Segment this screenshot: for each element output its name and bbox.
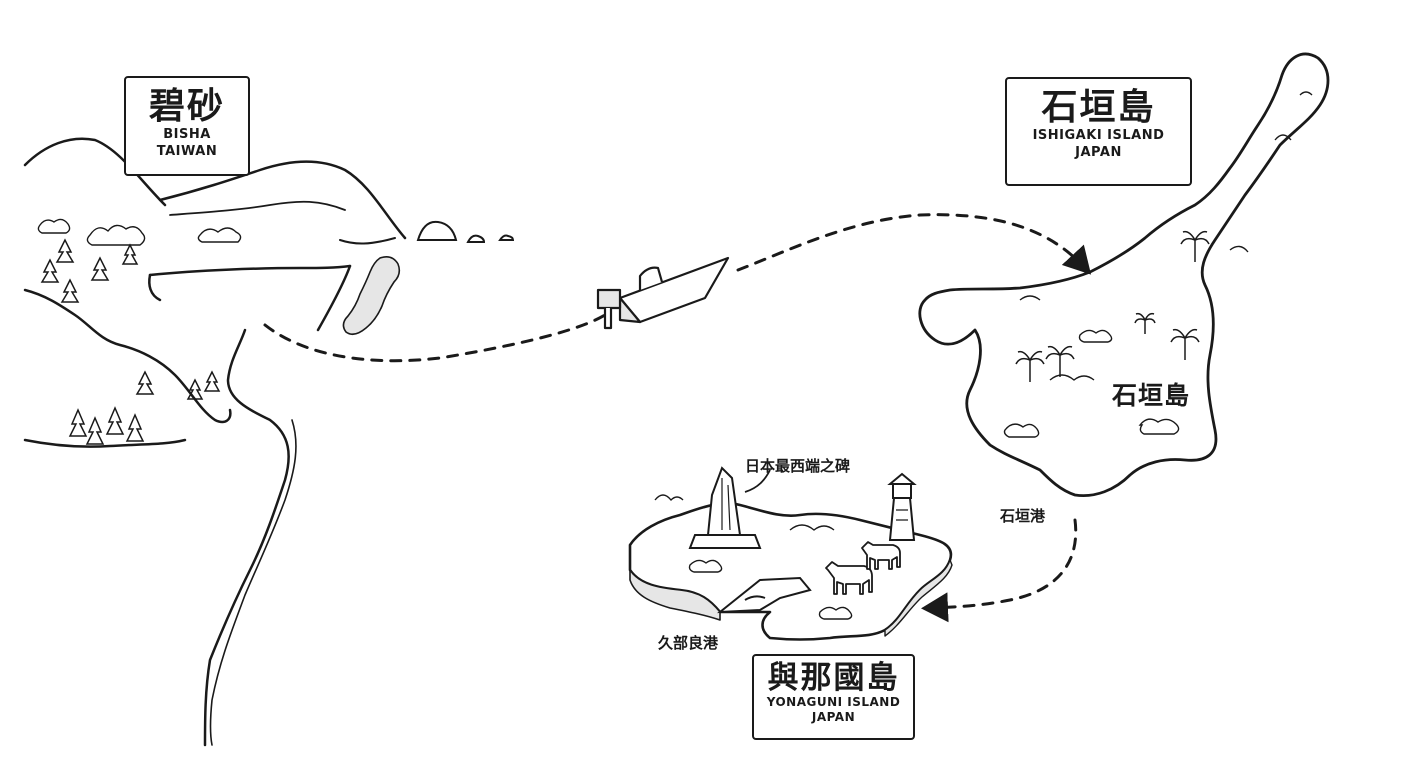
route-bisha-to-boat [263,313,607,363]
breakwater [342,256,401,336]
bush-clusters [37,218,242,246]
monument-pointer [744,469,771,493]
ishigaki-island-label: 石垣島 [1112,381,1191,410]
yonaguni-harbor [716,576,812,614]
river [203,328,290,747]
monument-icon [688,466,762,549]
route-ishigaki-to-yonaguni [921,518,1078,623]
ishigaki-island [918,52,1330,498]
destination-name-cjk: 石垣島 [1041,87,1156,128]
final-name-en: YONAGUNI ISLAND [766,694,901,709]
lower-hill [23,288,232,424]
final-country: JAPAN [811,709,856,724]
route-lines [263,213,1092,623]
kubura-port-label: 久部良港 [658,634,719,652]
ishigaki-port-label: 石垣港 [1000,507,1046,525]
origin-label-box: 碧砂 BISHA TAIWAN [124,76,250,176]
final-label-box: 與那國島 YONAGUNI ISLAND JAPAN [752,654,915,740]
origin-name-en: BISHA [163,126,211,142]
mountain-ridge-1 [23,137,167,207]
ishigaki-coastline [918,52,1330,498]
destination-label-box: 石垣島 ISHIGAKI ISLAND JAPAN [1005,77,1192,186]
lighthouse-icon [887,472,917,541]
origin-country: TAIWAN [156,143,218,159]
yonaguni-terrain [654,494,853,620]
destination-name-en: ISHIGAKI ISLAND [1032,127,1165,143]
final-name-cjk: 與那國島 [767,660,900,696]
palm-tree-icon [1015,230,1210,382]
boat-icon [596,256,730,330]
mountain-ridge-2 [158,160,407,240]
ishigaki-terrain [1003,91,1313,438]
route-boat-to-ishigaki [736,213,1092,275]
taiwan-coast [23,137,407,747]
westernmost-monument-label: 日本最西端之碑 [745,457,851,475]
horse-icon [825,541,901,595]
origin-name-cjk: 碧砂 [148,86,225,127]
headland [316,264,352,332]
destination-country: JAPAN [1075,144,1122,160]
bay-shore [148,264,352,277]
rocks [416,220,515,243]
pine-tree-icon [40,238,221,445]
